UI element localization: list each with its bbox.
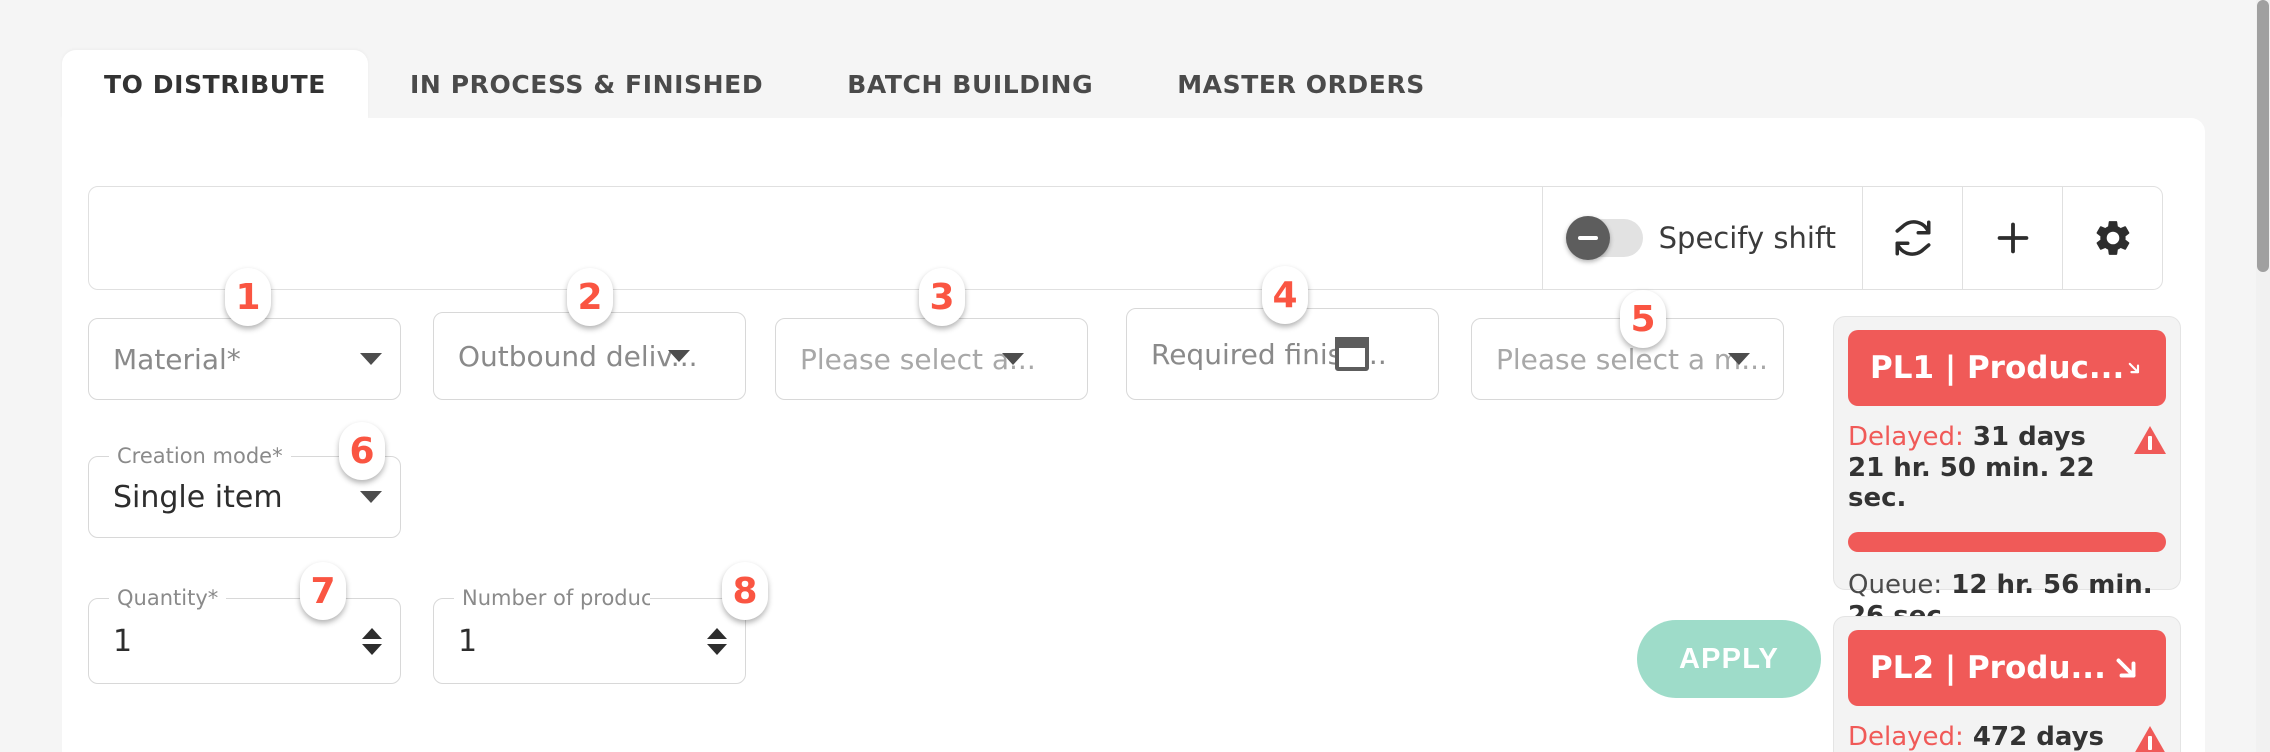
plus-icon bbox=[1997, 222, 2028, 254]
specify-shift-control[interactable]: Specify shift bbox=[1541, 187, 1862, 289]
annotation-marker-6: 6 bbox=[339, 422, 385, 480]
gear-icon bbox=[2096, 221, 2129, 255]
annotation-marker-5: 5 bbox=[1620, 290, 1666, 348]
chevron-down-icon bbox=[360, 353, 382, 365]
outbound-delivery-select[interactable]: Outbound deliv... bbox=[433, 312, 746, 400]
creation-mode-value: Single item bbox=[113, 479, 283, 515]
toolbar: Specify shift bbox=[88, 186, 2163, 290]
annotation-marker-3: 3 bbox=[919, 268, 965, 326]
arrow-down-right-icon bbox=[2128, 362, 2140, 374]
specify-shift-label: Specify shift bbox=[1658, 221, 1836, 255]
page-scrollbar[interactable] bbox=[2256, 0, 2270, 752]
number-of-productions-value[interactable]: 1 bbox=[458, 623, 478, 659]
tab-label: BATCH BUILDING bbox=[847, 69, 1094, 99]
quantity-label: Quantity* bbox=[109, 586, 227, 610]
spinner-down-icon[interactable] bbox=[362, 643, 382, 655]
chevron-down-icon bbox=[360, 491, 382, 503]
production-line-header[interactable]: PL2 | Produ... bbox=[1848, 630, 2166, 706]
material-placeholder: Material* bbox=[113, 342, 241, 376]
specify-shift-toggle[interactable] bbox=[1565, 216, 1643, 260]
progress-bar bbox=[1848, 532, 2166, 553]
tab-in-process-finished[interactable]: IN PROCESS & FINISHED bbox=[368, 50, 805, 118]
tab-master-orders[interactable]: MASTER ORDERS bbox=[1135, 50, 1467, 118]
refresh-icon bbox=[1895, 220, 1930, 256]
production-line-header[interactable]: PL1 | Produc... bbox=[1848, 330, 2166, 406]
annotation-marker-7: 7 bbox=[300, 562, 346, 620]
refresh-button[interactable] bbox=[1862, 187, 1962, 289]
field3-placeholder: Please select a... bbox=[800, 342, 1036, 376]
annotation-marker-4: 4 bbox=[1262, 266, 1308, 324]
production-line-title: PL2 | Produ... bbox=[1870, 650, 2106, 686]
queue-label: Queue: bbox=[1848, 570, 1943, 601]
number-of-productions-label: Number of production bbox=[454, 586, 650, 610]
delayed-label: Delayed: bbox=[1848, 722, 1964, 752]
annotation-marker-1: 1 bbox=[225, 268, 271, 326]
tab-bar: TO DISTRIBUTE IN PROCESS & FINISHED BATC… bbox=[62, 50, 1467, 118]
apply-button[interactable]: APPLY bbox=[1637, 620, 1821, 698]
delayed-value: 472 days 12 hr. 23 min. 47 sec. bbox=[1972, 722, 2104, 752]
chevron-down-icon bbox=[1727, 353, 1750, 365]
required-finish-date-input[interactable]: Required finish... bbox=[1126, 308, 1439, 400]
number-of-productions-stepper[interactable]: Number of production 1 bbox=[433, 586, 746, 684]
production-line-card-pl1[interactable]: PL1 | Produc... Delayed: 31 days 21 hr. … bbox=[1833, 316, 2181, 631]
scrollbar-thumb[interactable] bbox=[2257, 0, 2269, 272]
delayed-row: Delayed: 31 days 21 hr. 50 min. 22 sec. bbox=[1848, 422, 2166, 514]
spinner-up-icon[interactable] bbox=[707, 627, 727, 639]
quantity-stepper[interactable]: Quantity* 1 bbox=[88, 586, 401, 684]
tab-label: TO DISTRIBUTE bbox=[104, 69, 326, 99]
production-line-card-pl2[interactable]: PL2 | Produ... Delayed: 472 days 12 hr. … bbox=[1833, 616, 2181, 752]
annotation-marker-8: 8 bbox=[722, 562, 768, 620]
delayed-label: Delayed: bbox=[1848, 422, 1964, 452]
calendar-icon[interactable] bbox=[1334, 337, 1369, 371]
warning-triangle-icon bbox=[2134, 426, 2166, 454]
chevron-down-icon bbox=[1001, 353, 1024, 365]
tab-label: MASTER ORDERS bbox=[1177, 69, 1425, 99]
quantity-spin-buttons[interactable] bbox=[362, 627, 382, 655]
add-button[interactable] bbox=[1962, 187, 2062, 289]
production-line-title: PL1 | Produc... bbox=[1870, 350, 2125, 386]
number-of-productions-spin-buttons[interactable] bbox=[707, 627, 727, 655]
field3-select[interactable]: Please select a... bbox=[775, 318, 1088, 400]
annotation-marker-2: 2 bbox=[567, 268, 613, 326]
delayed-value: 31 days 21 hr. 50 min. 22 sec. bbox=[1848, 422, 2095, 514]
tab-label: IN PROCESS & FINISHED bbox=[409, 69, 764, 99]
outbound-delivery-placeholder: Outbound deliv... bbox=[458, 339, 698, 373]
chevron-down-icon bbox=[667, 350, 690, 362]
quantity-value[interactable]: 1 bbox=[113, 623, 133, 659]
field5-placeholder: Please select a m... bbox=[1496, 342, 1768, 376]
toggle-knob-minus-icon bbox=[1565, 216, 1610, 260]
creation-mode-label: Creation mode* bbox=[109, 444, 291, 468]
tab-to-distribute[interactable]: TO DISTRIBUTE bbox=[62, 50, 368, 118]
arrow-down-right-icon bbox=[2116, 658, 2136, 678]
settings-button[interactable] bbox=[2062, 187, 2162, 289]
tab-batch-building[interactable]: BATCH BUILDING bbox=[805, 50, 1135, 118]
delayed-row: Delayed: 472 days 12 hr. 23 min. 47 sec. bbox=[1848, 722, 2166, 752]
material-select[interactable]: Material* bbox=[88, 318, 401, 400]
warning-triangle-icon bbox=[2134, 726, 2166, 752]
spinner-down-icon[interactable] bbox=[707, 643, 727, 655]
spinner-up-icon[interactable] bbox=[362, 627, 382, 639]
